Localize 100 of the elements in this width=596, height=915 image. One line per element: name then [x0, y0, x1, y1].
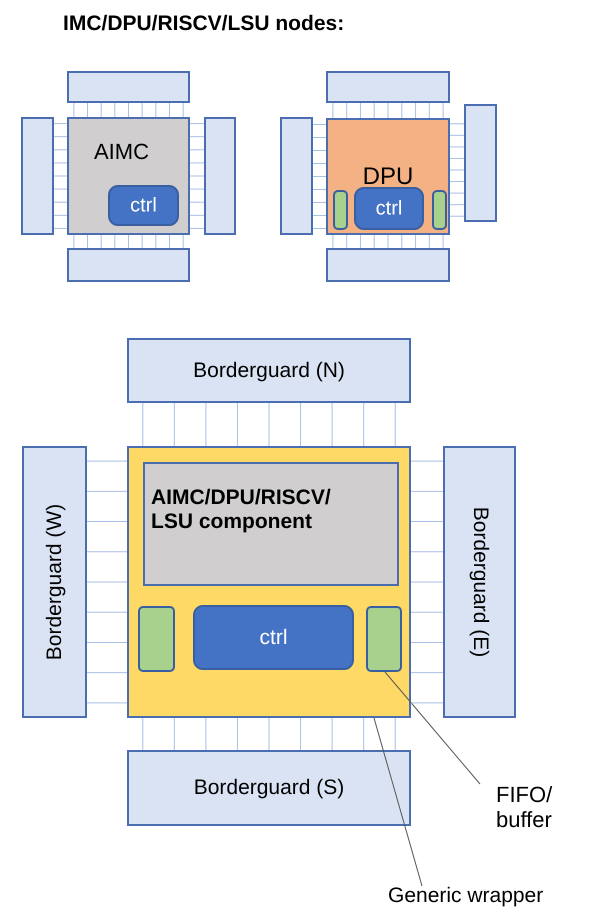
- bus-line: [442, 102, 444, 118]
- bus-line: [142, 718, 144, 750]
- bus-line: [54, 136, 68, 138]
- bus-line: [54, 214, 68, 216]
- fifo-box: [333, 190, 348, 230]
- bus-line: [73, 102, 74, 118]
- bus-line: [300, 402, 302, 446]
- bus-line: [236, 402, 238, 446]
- bus-line: [54, 188, 68, 190]
- bus-line: [410, 702, 444, 704]
- bus-line: [128, 102, 129, 118]
- core-box: [67, 117, 190, 235]
- bus-line: [394, 718, 396, 750]
- bus-line: [450, 192, 464, 194]
- borderguard-box: [204, 117, 236, 235]
- core-label: AIMC: [94, 139, 149, 164]
- borderguard-box: [67, 248, 190, 282]
- bus-line: [205, 402, 206, 446]
- bus-line: [54, 202, 68, 203]
- leader-line: [384, 672, 480, 784]
- bus-line: [86, 490, 128, 492]
- bus-line: [332, 234, 334, 248]
- bus-line: [236, 718, 238, 750]
- borderguard-box: [280, 117, 313, 235]
- bus-line: [174, 718, 175, 750]
- bus-line: [182, 102, 184, 118]
- borderguard-box: [21, 117, 54, 235]
- borderguard-label: Borderguard (N): [193, 358, 345, 383]
- bus-line: [142, 234, 143, 248]
- bus-line: [73, 234, 74, 248]
- bus-line: [450, 146, 464, 148]
- bus-line: [114, 234, 116, 248]
- bus-line: [169, 102, 170, 118]
- bus-line: [450, 123, 464, 124]
- bus-line: [410, 521, 444, 522]
- ctrl-box: [193, 605, 354, 670]
- callout-label: Generic wrapper: [388, 884, 544, 908]
- bus-line: [450, 134, 464, 136]
- bus-line: [410, 612, 444, 613]
- borderguard-box: [443, 446, 516, 718]
- bus-line: [155, 102, 156, 118]
- bus-line: [268, 402, 270, 446]
- bus-line: [86, 551, 128, 552]
- bus-line: [86, 612, 128, 613]
- diagram-title: IMC/DPU/RISCV/LSU nodes:: [63, 12, 344, 36]
- bus-line: [312, 137, 326, 138]
- bus-line: [100, 234, 102, 248]
- borderguard-box: [464, 104, 497, 222]
- bus-line: [86, 672, 128, 674]
- bus-line: [87, 102, 88, 118]
- component-box: [143, 462, 399, 586]
- bus-line: [332, 718, 333, 750]
- bus-line: [174, 402, 175, 446]
- borderguard-box: [127, 338, 411, 403]
- bus-line: [312, 176, 326, 177]
- borderguard-box: [326, 71, 450, 103]
- bus-line: [374, 234, 375, 248]
- bus-line: [86, 521, 128, 522]
- bus-line: [360, 234, 361, 248]
- fifo-box: [432, 190, 447, 230]
- bus-line: [190, 214, 204, 216]
- bus-line: [346, 234, 348, 248]
- fifo-box: [366, 606, 402, 672]
- bus-line: [190, 188, 204, 190]
- bus-line: [54, 228, 68, 229]
- borderguard-box: [127, 750, 411, 826]
- bus-line: [86, 460, 128, 462]
- ctrl-label: ctrl: [376, 197, 402, 220]
- bus-line: [410, 460, 444, 462]
- bus-line: [312, 150, 326, 151]
- bus-line: [169, 234, 170, 248]
- bus-line: [401, 234, 402, 248]
- bus-line: [128, 234, 129, 248]
- bus-line: [410, 490, 444, 492]
- callout-label: FIFO/ buffer: [496, 782, 554, 833]
- bus-line: [86, 702, 128, 704]
- bus-line: [312, 189, 326, 190]
- bus-line: [442, 234, 444, 248]
- fifo-box: [138, 606, 175, 672]
- bus-line: [54, 162, 68, 164]
- leader-line: [374, 718, 422, 886]
- borderguard-label: Borderguard (W): [42, 504, 66, 660]
- ctrl-box: [354, 187, 424, 230]
- bus-line: [155, 234, 156, 248]
- bus-line: [360, 102, 361, 118]
- bus-line: [190, 149, 204, 150]
- bus-line: [415, 234, 416, 248]
- bus-line: [190, 162, 204, 164]
- bus-line: [100, 102, 102, 118]
- bus-line: [86, 642, 128, 643]
- bus-line: [410, 642, 444, 643]
- bus-line: [87, 234, 88, 248]
- bus-line: [312, 124, 326, 125]
- bus-line: [300, 718, 302, 750]
- bus-line: [312, 163, 326, 164]
- bus-line: [374, 102, 375, 118]
- bus-line: [182, 234, 184, 248]
- bus-line: [363, 402, 364, 446]
- bus-line: [268, 718, 270, 750]
- bus-line: [54, 149, 68, 150]
